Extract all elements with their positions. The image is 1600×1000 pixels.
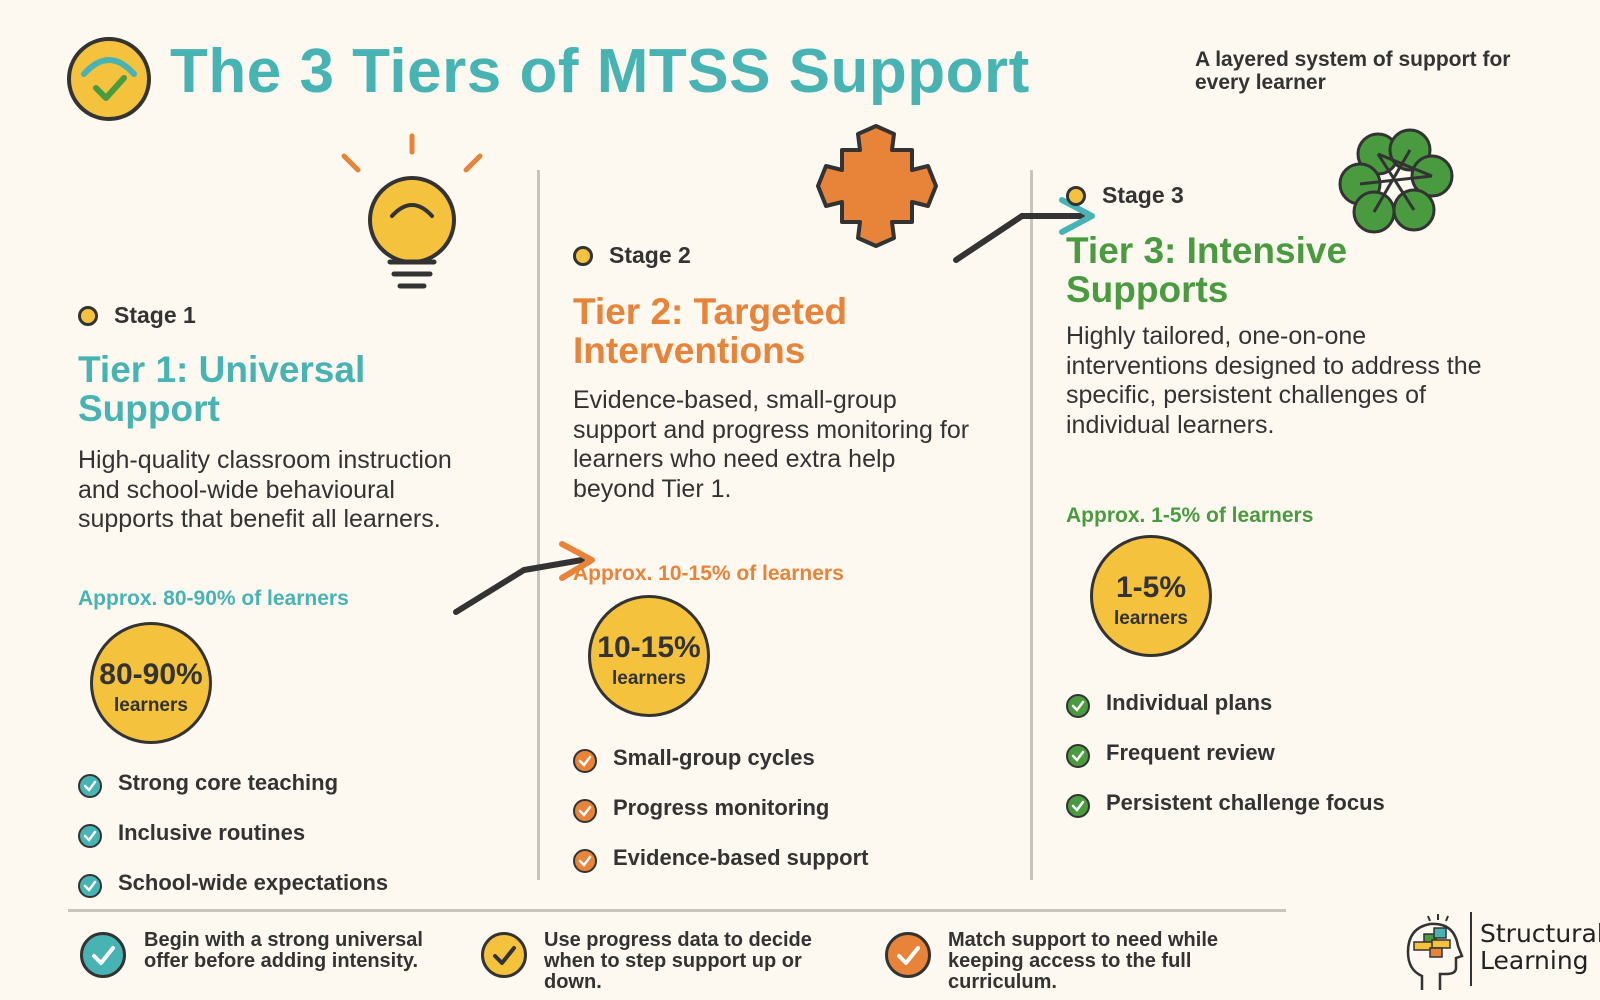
column-divider-1: [537, 170, 540, 880]
stage-label: Stage 3: [1066, 182, 1184, 209]
list-item: Strong core teaching: [78, 770, 338, 800]
list-item: Individual plans: [1066, 690, 1272, 720]
list-item: Small-group cycles: [573, 745, 815, 775]
footer-tip: Use progress data to decide when to step…: [544, 929, 812, 993]
list-item: Evidence-based support: [573, 845, 869, 875]
stage-label: Stage 2: [573, 242, 691, 269]
check-icon: [1066, 694, 1090, 718]
footer-tip: Match support to need while keeping acce…: [948, 929, 1219, 993]
column-divider-2: [1030, 170, 1033, 880]
footer-check-icon: [885, 932, 931, 978]
list-item: Progress monitoring: [573, 795, 829, 825]
tier-approx: Approx. 80-90% of learners: [78, 587, 349, 610]
brand-logo-text: Structural Learning: [1480, 919, 1600, 975]
list-item: Frequent review: [1066, 740, 1275, 770]
lightbulb-icon: [340, 132, 485, 297]
check-icon: [1066, 794, 1090, 818]
check-icon: [1066, 744, 1090, 768]
brand-divider: [1470, 912, 1472, 986]
check-icon: [573, 749, 597, 773]
stage-dot-icon: [78, 306, 98, 326]
check-icon: [78, 824, 102, 848]
percentage-badge: 80-90% learners: [90, 622, 212, 744]
check-icon: [573, 799, 597, 823]
list-item: School-wide expectations: [78, 870, 388, 900]
percentage-badge: 10-15% learners: [588, 595, 710, 717]
footer-tip: Begin with a strong universal offer befo…: [144, 929, 423, 972]
tier-title: Tier 2: Targeted Interventions: [573, 291, 848, 371]
page-subtitle: A layered system of support for every le…: [1195, 48, 1511, 94]
stage-dot-icon: [573, 246, 593, 266]
list-item: Inclusive routines: [78, 820, 305, 850]
list-item: Persistent challenge focus: [1066, 790, 1385, 820]
tier-approx: Approx. 1-5% of learners: [1066, 504, 1314, 527]
header-logo-icon: [66, 36, 152, 122]
brand-head-icon: [1400, 906, 1470, 992]
puzzle-icon: [800, 124, 952, 248]
tier-approx: Approx. 10-15% of learners: [573, 562, 844, 585]
stage-dot-icon: [1066, 186, 1086, 206]
tier-description: Evidence-based, small-group support and …: [573, 386, 970, 503]
check-icon: [573, 849, 597, 873]
tier-description: Highly tailored, one-on-one intervention…: [1066, 322, 1482, 439]
page-title: The 3 Tiers of MTSS Support: [170, 37, 1030, 106]
network-icon: [1338, 126, 1456, 236]
tier-title: Tier 3: Intensive Supports: [1066, 230, 1348, 310]
footer-divider: [68, 909, 1286, 912]
tier-title: Tier 1: Universal Support: [78, 349, 366, 429]
percentage-badge: 1-5% learners: [1090, 535, 1212, 657]
arrow-tier1-to-tier2-icon: [452, 538, 602, 618]
footer-check-icon: [481, 932, 527, 978]
check-icon: [78, 774, 102, 798]
check-icon: [78, 874, 102, 898]
tier-description: High-quality classroom instruction and s…: [78, 446, 452, 533]
footer-check-icon: [80, 932, 126, 978]
stage-label: Stage 1: [78, 302, 196, 329]
